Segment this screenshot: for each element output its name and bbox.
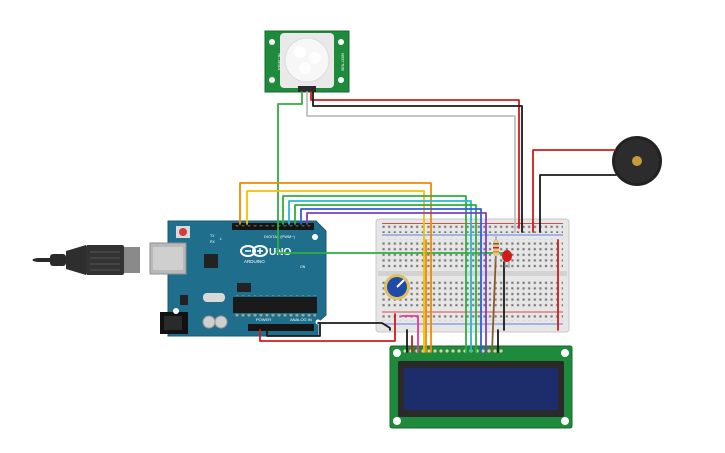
analog-header-label: ANALOG IN [290, 317, 312, 322]
buzzer-red-wire [532, 149, 616, 233]
l-led-label: L [220, 237, 222, 241]
buzzer-icon [612, 136, 662, 186]
on-led-label: ON [300, 265, 306, 269]
arduino-purple-wire [306, 212, 487, 353]
breadboard [375, 218, 570, 333]
wires [239, 91, 617, 353]
arduino-gnd-wire [317, 322, 391, 331]
pir-white-wire [306, 91, 516, 233]
breadboard-pink-wire [401, 315, 419, 353]
pir-black-wire-visible [312, 91, 523, 233]
arduino-5v-wire [259, 313, 396, 342]
arduino-yellow-wire [246, 190, 425, 353]
tx-label: TX [210, 234, 215, 238]
arduino-green2-wire [294, 204, 477, 353]
digital-header-label: DIGITAL (PWM~) [264, 234, 296, 239]
power-header-label: POWER [256, 317, 271, 322]
potentiometer-icon [384, 274, 410, 300]
arduino-blue-wire [300, 208, 482, 353]
arduino-orange-wire [239, 182, 432, 353]
pir-right-label: SEN-13285 [341, 53, 345, 71]
pir-green-wire [277, 91, 509, 254]
rx-label: RX [210, 240, 216, 244]
arduino-brand-label: ARDUINO [244, 259, 265, 264]
pir-left-label: HC-SR501 [277, 54, 281, 71]
buzzer-black-wire [539, 174, 617, 233]
pir-motion-sensor: HC-SR501 SEN-13285 [264, 30, 350, 93]
arduino-cyan-wire [288, 200, 472, 353]
lcd-screen [404, 368, 558, 410]
arduino-uno-board: UNO ARDUINO DIGITAL (PWM~) POWER ANALOG … [32, 220, 327, 337]
pir-red-wire [310, 91, 520, 229]
arduino-gnd2-wire [266, 322, 321, 337]
usb-cable-icon [32, 245, 140, 275]
resistor-icon [493, 236, 499, 262]
breadboard-brown-wire [491, 251, 497, 353]
lcd-display [389, 345, 573, 429]
led-icon [502, 250, 512, 268]
arduino-green-wire [282, 195, 467, 353]
arduino-logo [240, 245, 268, 257]
